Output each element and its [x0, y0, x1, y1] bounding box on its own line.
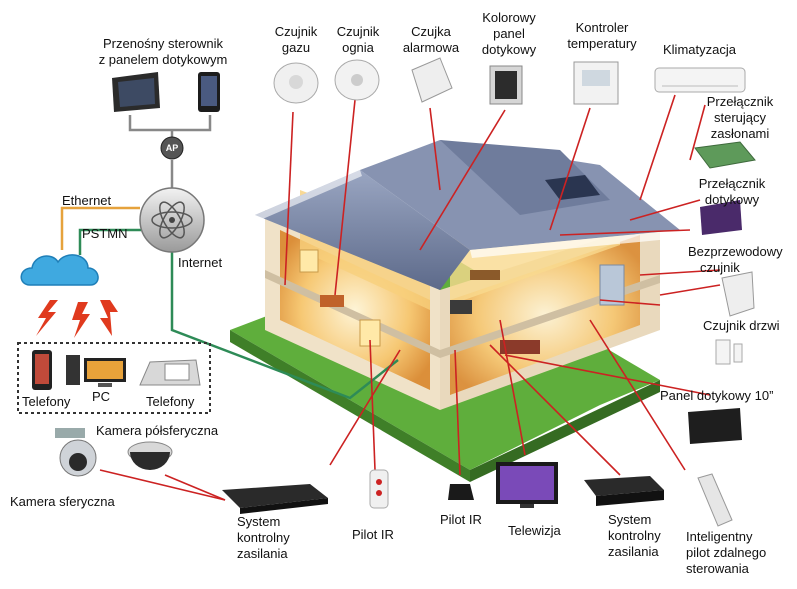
phones-right-label: Telefony	[146, 394, 195, 409]
pc-icon	[66, 355, 126, 387]
pstmn-line	[78, 228, 145, 255]
fire-sensor-icon	[334, 59, 380, 101]
power-system-right-label: System kontrolny zasilania	[608, 512, 661, 559]
dome-camera-icon	[127, 441, 173, 470]
desk-phone-icon	[139, 359, 201, 386]
tablet-device-icon	[112, 72, 160, 112]
pointer-lines	[99, 94, 721, 501]
blinds-switch-label: Przełącznik sterujący zasłonami	[706, 94, 774, 141]
house-roof-left	[255, 170, 470, 290]
ap-badge-label: AP	[165, 143, 179, 153]
ap-badge	[160, 136, 184, 160]
wireless-sensor-label: Bezprzewodowy czujnik	[688, 244, 783, 275]
ir-receiver-icon	[448, 484, 474, 500]
wireless-sensor-icon	[721, 271, 755, 317]
ethernet-line	[60, 206, 140, 250]
color-panel-label: Kolorowy panel dotykowy	[481, 10, 537, 57]
cloud-icon	[20, 254, 99, 286]
spherical-camera-label: Kamera sferyczna	[10, 494, 115, 509]
alarm-sensor-label: Czujka alarmowa	[402, 24, 460, 55]
door-sensor-label: Czujnik drzwi	[703, 318, 780, 333]
air-conditioning-label: Klimatyzacja	[663, 42, 736, 57]
ir-remote-1-label: Pilot IR	[352, 527, 394, 542]
pstmn-label: PSTMN	[82, 226, 128, 241]
ethernet-label: Ethernet	[62, 193, 112, 208]
touch-panel-10-icon	[688, 408, 742, 444]
wireless-bolt-icons	[36, 300, 118, 338]
phones-group-box	[17, 342, 211, 414]
color-touch-panel-icon	[489, 65, 523, 105]
temp-controller-label: Kontroler temperatury	[567, 20, 637, 51]
touch-switch-label: Przełącznik dotykowy	[698, 176, 766, 207]
dome-camera-label: Kamera półsferyczna	[96, 423, 219, 438]
power-control-box-left-icon	[222, 484, 328, 514]
thermostat-icon	[573, 61, 619, 105]
television-label: Telewizja	[508, 523, 561, 538]
touch-switch-icon	[700, 200, 742, 235]
network-lines	[17, 115, 399, 414]
smart-remote-label: Inteligentny pilot zdalnego sterowania	[686, 529, 767, 576]
mobile-phone-icon	[32, 350, 52, 390]
internet-label: Internet	[178, 255, 223, 270]
ir-remote-2-label: Pilot IR	[440, 512, 482, 527]
alarm-sensor-icon	[411, 57, 453, 103]
door-sensor-icon	[715, 339, 743, 365]
gas-sensor-label: Czujnik gazu	[274, 24, 318, 55]
smart-remote-icon	[697, 473, 733, 527]
pc-label: PC	[92, 389, 111, 404]
power-system-left-label: System kontrolny zasilania	[237, 514, 290, 561]
fire-sensor-label: Czujnik ognia	[336, 24, 380, 55]
blinds-switch-icon	[694, 141, 756, 169]
touch-panel-10-label: Panel dotykowy 10”	[660, 388, 774, 403]
internet-line	[170, 250, 399, 400]
power-control-box-right-icon	[584, 476, 664, 506]
spherical-camera-icon	[55, 428, 97, 477]
phones-left-label: Telefony	[22, 394, 71, 409]
smartphone-device-icon	[198, 72, 220, 112]
air-conditioner-icon	[654, 67, 746, 93]
gas-sensor-icon	[273, 62, 319, 104]
television-icon	[496, 462, 558, 508]
portable-controller-label: Przenośny sterownik z panelem dotykowym	[98, 36, 228, 67]
house-illustration	[230, 140, 680, 482]
internet-hub-icon	[139, 187, 205, 253]
ir-remote-icon	[369, 469, 389, 509]
